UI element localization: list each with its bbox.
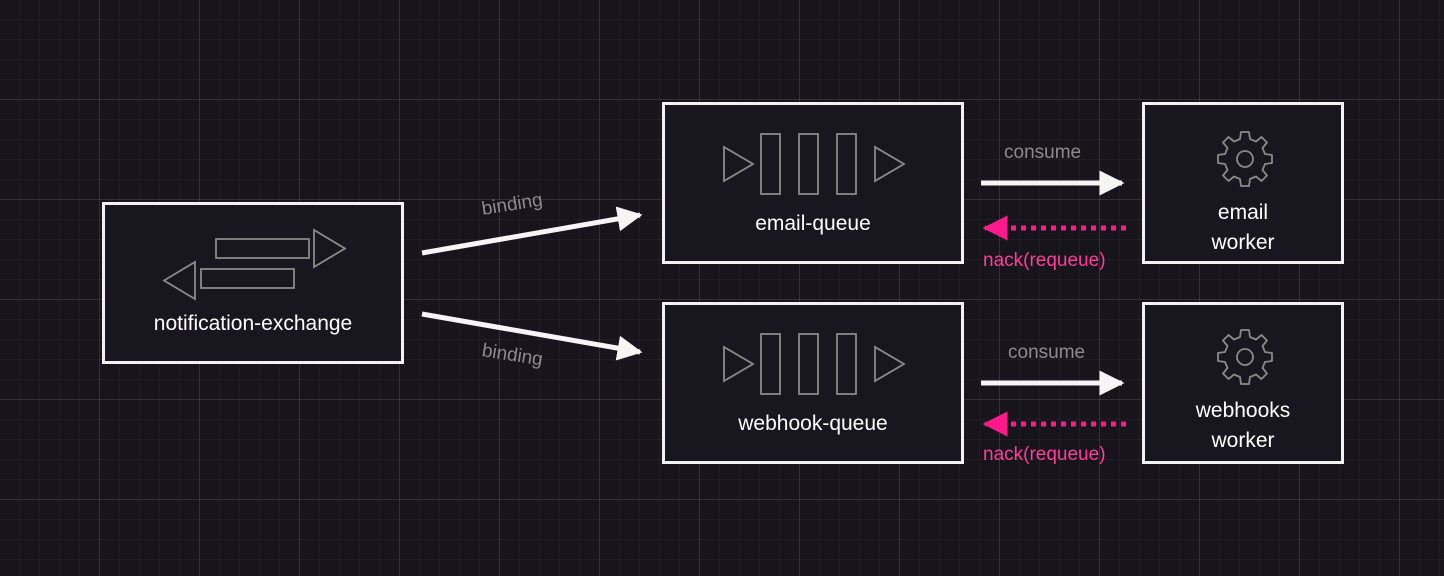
webhooks-worker-node[interactable]: webhooks worker (1142, 302, 1344, 464)
exchange-label: notification-exchange (153, 312, 353, 335)
email-queue-node[interactable]: email-queue (662, 102, 964, 264)
email-queue-label: email-queue (755, 212, 871, 235)
webhook-queue-label: webhook-queue (738, 412, 888, 435)
consume-label-email: consume (1004, 142, 1082, 163)
email-worker-label-line2: worker (1211, 231, 1275, 254)
webhooks-worker-label-line1: webhooks (1195, 399, 1291, 422)
gear-icon (1217, 131, 1273, 187)
email-worker-node[interactable]: email worker (1142, 102, 1344, 264)
binding-edge-webhook (421, 311, 643, 361)
webhooks-worker-label-line2: worker (1211, 429, 1275, 452)
queue-icon (723, 333, 906, 395)
nack-label-email: nack(requeue) (983, 250, 1106, 271)
queue-icon (723, 133, 906, 195)
nack-label-webhook: nack(requeue) (983, 444, 1106, 465)
exchange-node[interactable]: notification-exchange (102, 202, 404, 364)
exchange-icon (162, 228, 347, 301)
binding-edge-email (421, 206, 643, 256)
consume-label-webhook: consume (1008, 342, 1086, 363)
gear-icon (1217, 329, 1273, 385)
email-worker-label-line1: email (1217, 201, 1269, 224)
webhook-queue-node[interactable]: webhook-queue (662, 302, 964, 464)
